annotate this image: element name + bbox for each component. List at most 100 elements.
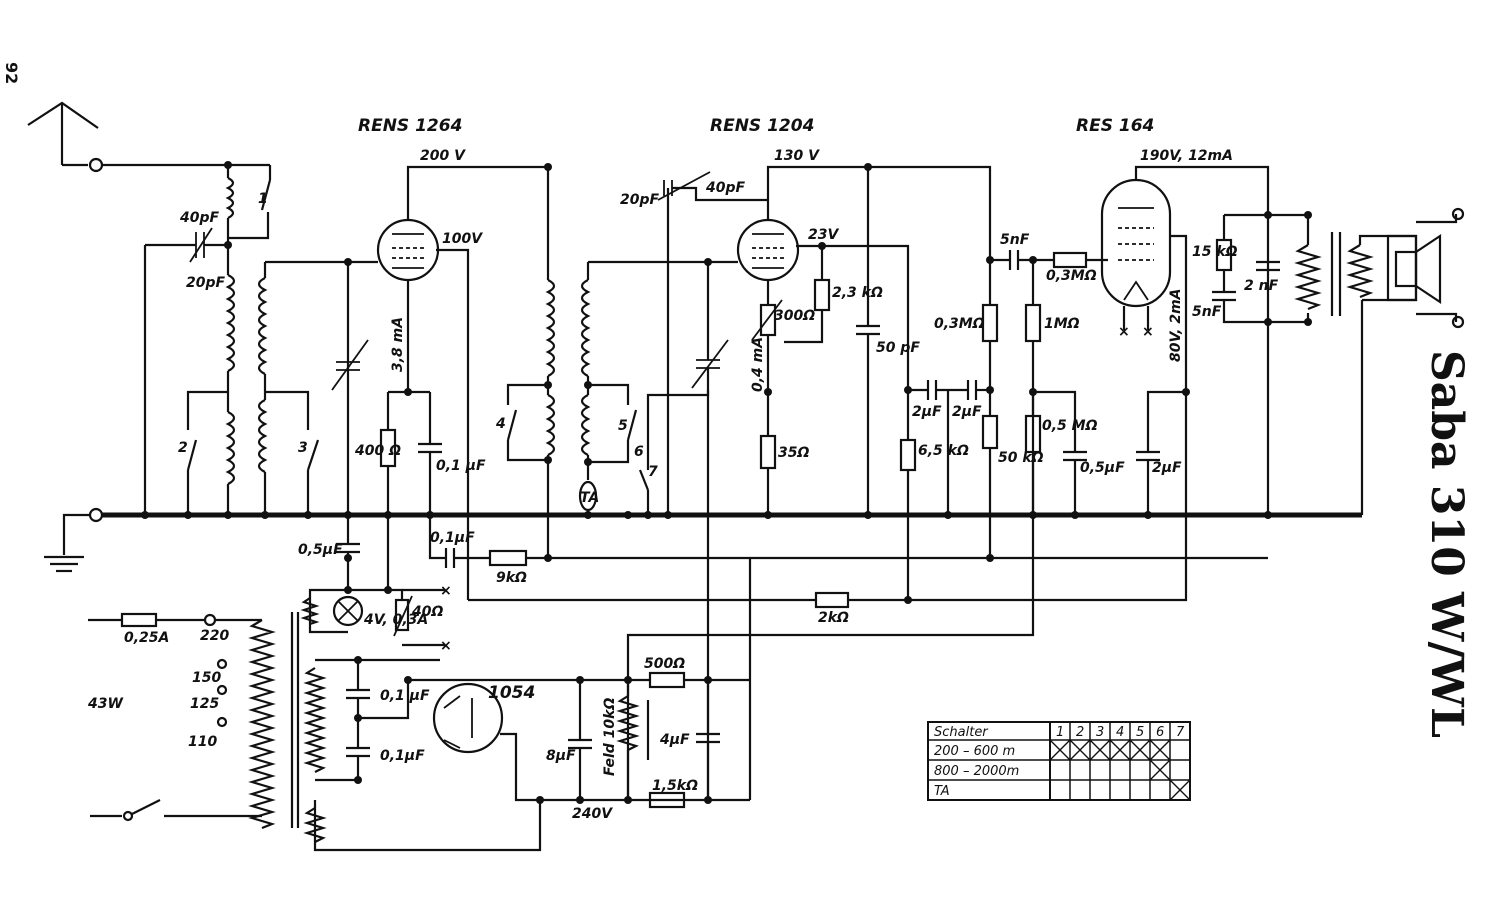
tube-icon — [376, 218, 440, 282]
table-cross-mark — [1149, 759, 1171, 781]
coil-icon — [580, 279, 591, 377]
table-row-label: 200 – 600 m — [934, 744, 1015, 759]
table-cross-mark — [1089, 739, 1111, 761]
coil-icon — [580, 394, 591, 456]
transformer-icon — [1294, 244, 1322, 311]
table-cross-mark — [1149, 739, 1171, 761]
svg-text:150: 150 — [192, 670, 221, 686]
svg-text:2µF: 2µF — [912, 404, 942, 420]
svg-text:1MΩ: 1MΩ — [1044, 316, 1080, 332]
tube-label: RENS 1264 — [358, 116, 462, 136]
svg-text:6,5 kΩ: 6,5 kΩ — [918, 443, 969, 459]
svg-text:300Ω: 300Ω — [774, 308, 815, 324]
rectifier-tube-icon — [432, 682, 504, 754]
svg-text:1,5kΩ: 1,5kΩ — [652, 778, 698, 794]
ground-icon — [44, 507, 104, 573]
svg-text:5nF: 5nF — [1192, 304, 1222, 320]
svg-text:40pF: 40pF — [705, 180, 746, 196]
svg-text:2 nF: 2 nF — [1244, 278, 1279, 294]
table-cross-mark — [1129, 739, 1151, 761]
svg-text:2kΩ: 2kΩ — [818, 610, 849, 626]
svg-text:6: 6 — [634, 444, 644, 460]
coil-icon — [257, 399, 268, 473]
svg-text:100V: 100V — [442, 231, 483, 247]
table-header: Schalter — [934, 725, 989, 740]
switch-icon — [186, 439, 198, 471]
svg-text:125: 125 — [190, 696, 219, 712]
tube-label: RES 164 — [1076, 116, 1154, 136]
table-column-header: 1 — [1056, 725, 1064, 740]
switch-icon — [131, 799, 161, 815]
svg-text:3: 3 — [298, 440, 308, 456]
svg-text:0,1µF: 0,1µF — [430, 530, 475, 546]
coil-icon — [545, 279, 556, 377]
svg-text:220: 220 — [200, 628, 229, 644]
switch-icon — [638, 469, 650, 491]
svg-text:2,3 kΩ: 2,3 kΩ — [832, 285, 883, 301]
svg-text:15 kΩ: 15 kΩ — [1192, 244, 1238, 260]
svg-text:0,1µF: 0,1µF — [380, 748, 425, 764]
svg-text:5: 5 — [618, 418, 628, 434]
svg-text:35Ω: 35Ω — [778, 445, 809, 461]
svg-text:2µF: 2µF — [1152, 460, 1182, 476]
table-column-header: 5 — [1136, 725, 1144, 740]
table-column-header: 6 — [1156, 725, 1164, 740]
svg-text:7: 7 — [648, 464, 658, 480]
svg-text:0,1 µF: 0,1 µF — [380, 688, 430, 704]
switch-icon — [506, 409, 518, 441]
svg-text:0,5 MΩ: 0,5 MΩ — [1042, 418, 1098, 434]
switch-icon — [626, 409, 638, 441]
speaker-icon — [1394, 233, 1442, 305]
antenna-icon — [27, 101, 104, 173]
coil-icon — [225, 177, 235, 219]
svg-text:130 V: 130 V — [774, 148, 820, 164]
svg-text:TA: TA — [580, 490, 599, 506]
svg-text:0,3MΩ: 0,3MΩ — [1046, 268, 1097, 284]
svg-text:5nF: 5nF — [1000, 232, 1030, 248]
svg-text:×: × — [440, 638, 452, 654]
coil-icon — [545, 394, 556, 456]
switch-label: 1 — [258, 191, 268, 207]
svg-text:110: 110 — [188, 734, 217, 750]
table-column-header: 7 — [1176, 725, 1185, 740]
table-row-label: 800 – 2000m — [934, 764, 1019, 779]
table-row-label: TA — [934, 784, 950, 799]
svg-text:23V: 23V — [808, 227, 839, 243]
svg-text:4µF: 4µF — [659, 732, 690, 748]
schematic-title: Saba 310 W/WL — [1421, 350, 1472, 738]
tube-icon — [736, 218, 800, 282]
page-number: 92 — [2, 62, 21, 84]
svg-text:4: 4 — [495, 416, 506, 432]
svg-text:0,1 µF: 0,1 µF — [436, 458, 486, 474]
table-column-header: 2 — [1076, 725, 1084, 740]
svg-text:×: × — [1142, 324, 1154, 340]
svg-text:20pF: 20pF — [186, 275, 226, 291]
svg-text:190V, 12mA: 190V, 12mA — [1140, 148, 1233, 164]
table-cross-mark — [1049, 739, 1071, 761]
svg-text:50 pF: 50 pF — [876, 340, 920, 356]
svg-text:0,3MΩ: 0,3MΩ — [934, 316, 985, 332]
svg-text:8µF: 8µF — [546, 748, 576, 764]
svg-text:3,8 mA: 3,8 mA — [390, 317, 406, 372]
table-column-header: 3 — [1096, 725, 1104, 740]
table-column-header: 4 — [1116, 725, 1124, 740]
svg-text:500Ω: 500Ω — [644, 656, 685, 672]
svg-text:0,4 mA: 0,4 mA — [750, 337, 766, 392]
tube-label: RENS 1204 — [710, 116, 814, 136]
svg-text:240V: 240V — [572, 806, 613, 822]
fuse-icon — [120, 612, 158, 628]
svg-text:0,5µF: 0,5µF — [298, 542, 343, 558]
coil-icon — [225, 274, 236, 372]
table-cross-mark — [1109, 739, 1131, 761]
svg-text:43W: 43W — [87, 696, 123, 712]
coil-icon — [257, 277, 268, 375]
svg-text:9kΩ: 9kΩ — [496, 570, 527, 586]
svg-text:×: × — [440, 583, 452, 599]
lamp-icon — [332, 595, 364, 627]
svg-text:2: 2 — [178, 440, 188, 456]
svg-text:40Ω: 40Ω — [411, 604, 443, 620]
svg-text:200 V: 200 V — [420, 148, 466, 164]
svg-text:400 Ω: 400 Ω — [354, 443, 401, 459]
